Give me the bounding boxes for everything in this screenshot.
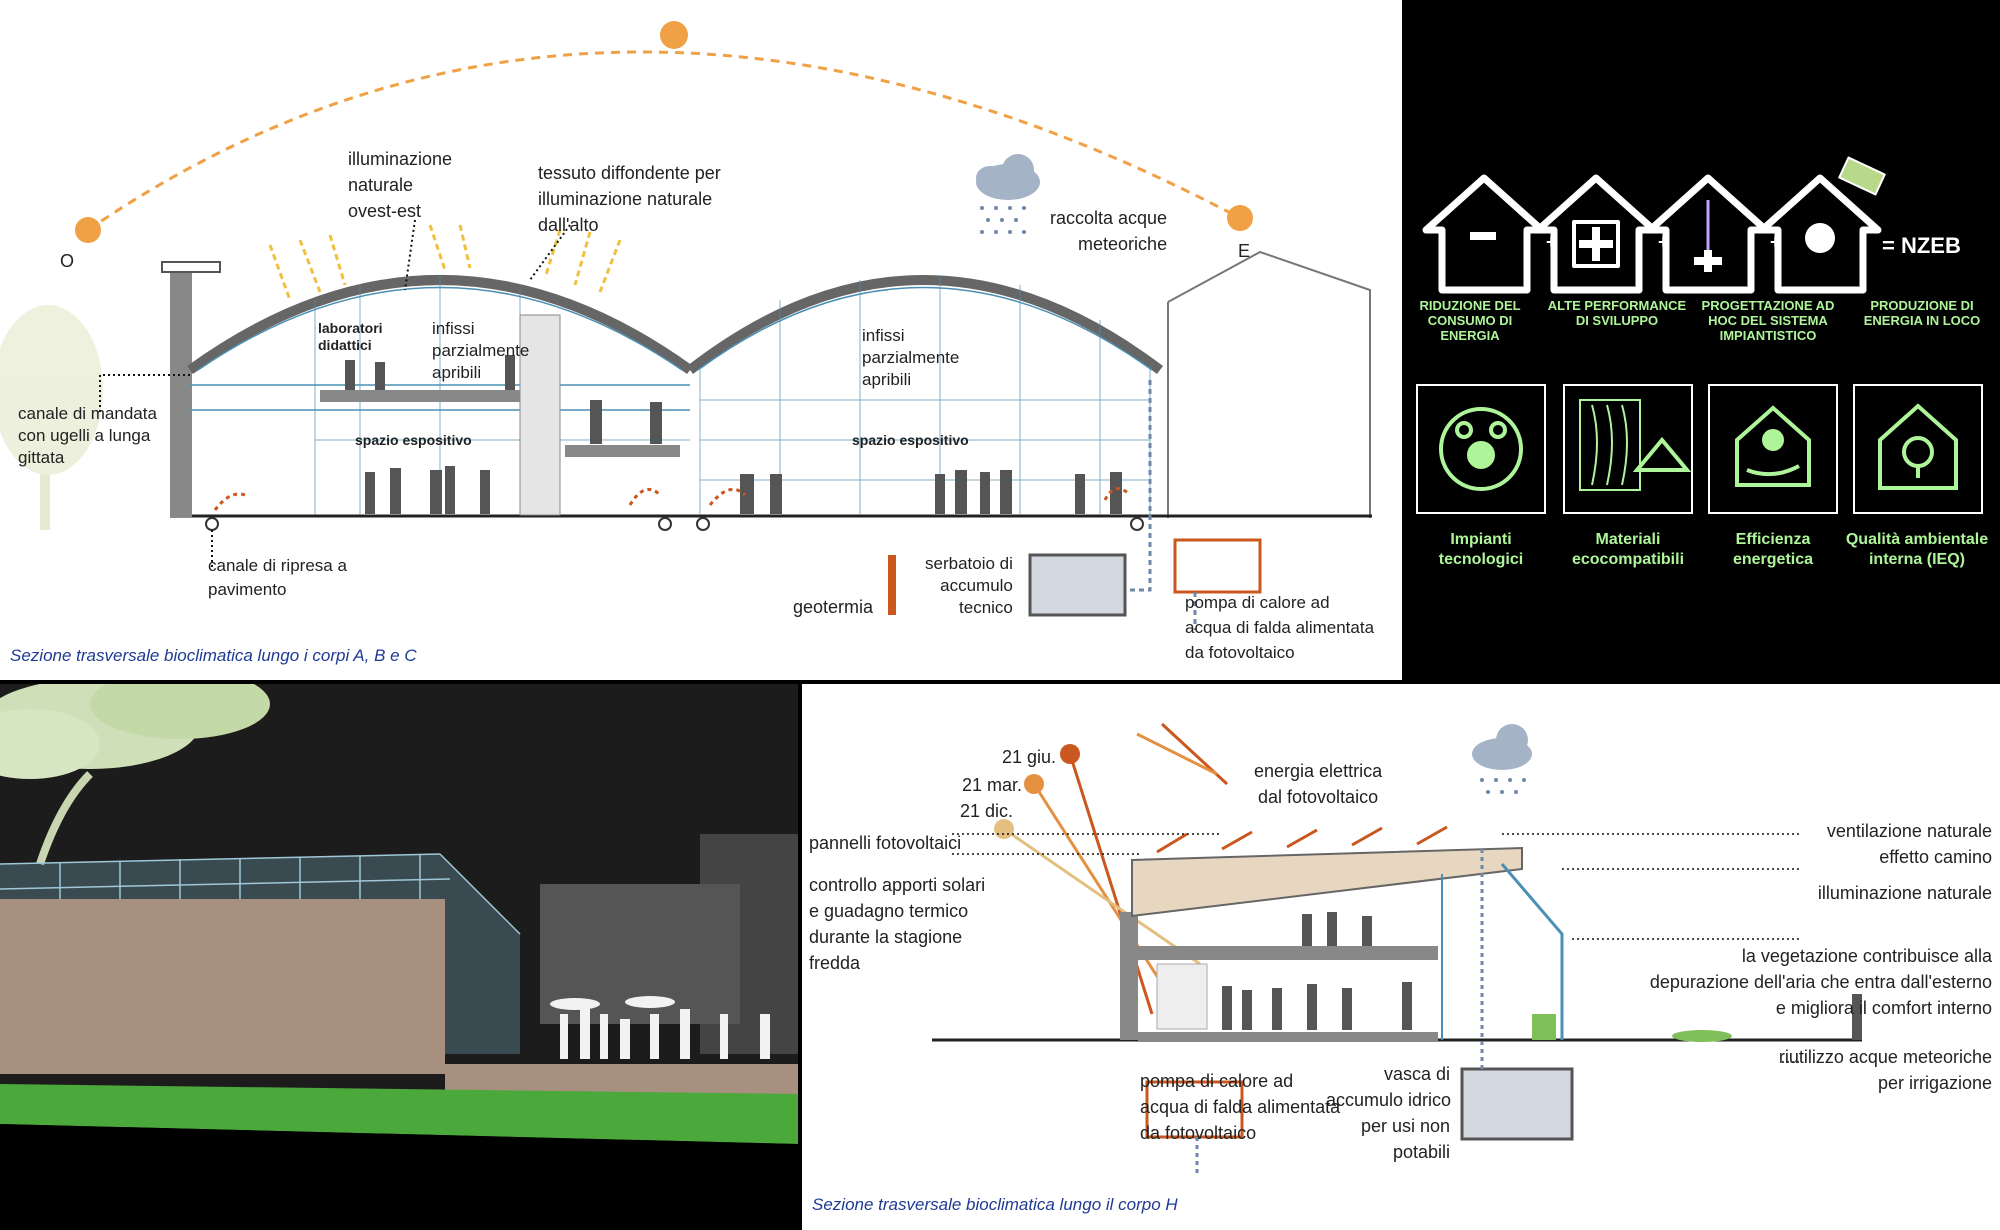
nzeb-caption-2: ALTE PERFORMANCE DI SVILUPPO bbox=[1547, 298, 1687, 328]
label-pannelli: pannelli fotovoltaici bbox=[809, 833, 962, 853]
plug-house-solar-icon bbox=[1758, 156, 1886, 294]
brick-wall bbox=[0, 899, 445, 1074]
label-vasca: vasca di accumulo idrico per usi non pot… bbox=[1326, 1064, 1452, 1162]
label-west: O bbox=[60, 251, 75, 271]
minus-house-icon bbox=[1422, 174, 1546, 294]
people-silhouettes-white bbox=[550, 996, 770, 1059]
materials-box bbox=[1563, 384, 1693, 514]
leaders-bottom bbox=[952, 833, 1802, 1063]
garden-plants bbox=[1672, 1030, 1732, 1042]
pine-tree-icon bbox=[0, 684, 270, 866]
top-section-panel: O E illuminazione naturale ovest-est tes… bbox=[0, 0, 1402, 680]
label-serbatoio: serbatoio di accumulo tecnico bbox=[925, 554, 1013, 617]
top-section-drawing bbox=[0, 21, 1372, 630]
nzeb-caption-1: RIDUZIONE DEL CONSUMO DI ENERGIA bbox=[1419, 298, 1521, 343]
vault-b bbox=[686, 275, 1164, 374]
render-drawing bbox=[0, 684, 798, 1230]
label-infissi-2: infissi parzialmente apribili bbox=[862, 326, 960, 389]
core-block bbox=[519, 314, 561, 516]
rain-cloud-icon bbox=[976, 154, 1040, 234]
tank-top bbox=[1028, 553, 1127, 617]
label-tessuto: tessuto diffondente per illuminazione na… bbox=[538, 163, 721, 235]
top-caption: Sezione trasversale bioclimatica lungo i… bbox=[10, 646, 417, 665]
ieq-box bbox=[1853, 384, 1983, 514]
neighbour-house-outline bbox=[1167, 250, 1371, 518]
gear-hand-house-icon bbox=[1735, 405, 1811, 487]
efficiency-box bbox=[1708, 384, 1838, 514]
render-panel bbox=[0, 684, 798, 1230]
solar-panels bbox=[1156, 825, 1448, 854]
label-illuminazione: illuminazione naturale ovest-est bbox=[348, 149, 453, 221]
label-spazio-2: spazio espositivo bbox=[852, 432, 969, 448]
label-21-mar: 21 mar. bbox=[962, 775, 1023, 795]
nzeb-result: = NZEB bbox=[1882, 233, 1961, 258]
bottom-section-panel: 21 giu. 21 mar. 21 dic. energia elettric… bbox=[802, 684, 2000, 1230]
category-impianti: Impianti tecnologici bbox=[1438, 531, 1524, 568]
people-silhouettes bbox=[345, 355, 1122, 514]
label-21-giu: 21 giu. bbox=[1002, 747, 1057, 767]
people-bottom bbox=[1222, 912, 1862, 1040]
systems-cycle-icon bbox=[1439, 407, 1523, 491]
category-materiali: Materiali ecocompatibili bbox=[1571, 531, 1685, 568]
wood-recycle-icon bbox=[1579, 399, 1692, 491]
label-riutilizzo: riutilizzo acque meteoriche per irrigazi… bbox=[1778, 1047, 1992, 1093]
nzeb-panel: + + + = NZEB RIDUZIONE DEL CONSUMO DI EN… bbox=[1402, 0, 2000, 680]
sun-path-arc bbox=[87, 50, 1241, 232]
pump-box-top bbox=[1173, 538, 1262, 594]
tree-left-icon bbox=[0, 305, 103, 530]
nzeb-drawing bbox=[1416, 156, 1983, 514]
floor-ducts bbox=[205, 517, 1144, 531]
label-ventilazione: ventilazione naturale effetto camino bbox=[1826, 821, 1992, 867]
label-infissi-1: infissi parzialmente apribili bbox=[432, 319, 530, 382]
label-energia: energia elettrica dal fotovoltaico bbox=[1254, 761, 1383, 807]
operator-plus-2: + bbox=[1658, 232, 1669, 252]
leaf-bulb-house-icon bbox=[1878, 403, 1958, 490]
label-pompa-top: pompa di calore ad acqua di falda alimen… bbox=[1185, 593, 1375, 662]
label-pompa-bottom: pompa di calore ad acqua di falda alimen… bbox=[1140, 1071, 1341, 1143]
label-21-dic: 21 dic. bbox=[960, 801, 1014, 821]
label-controllo: controllo apporti solari e guadagno term… bbox=[809, 875, 986, 973]
category-ieq: Qualità ambientale interna (IEQ) bbox=[1845, 531, 1989, 568]
systems-box bbox=[1416, 384, 1546, 514]
rain-cloud-icon-bottom bbox=[1472, 724, 1532, 794]
upper-floor bbox=[1138, 946, 1438, 960]
nzeb-caption-4: PRODUZIONE DI ENERGIA IN LOCO bbox=[1863, 298, 1981, 328]
label-spazio-1: spazio espositivo bbox=[355, 432, 472, 448]
nzeb-caption-3: PROGETTAZIONE AD HOC DEL SISTEMA IMPIANT… bbox=[1701, 298, 1835, 343]
label-vegetazione: la vegetazione contribuisce alla depuraz… bbox=[1649, 946, 1992, 1018]
leader-lines bbox=[99, 219, 571, 570]
air-flow-arrows bbox=[213, 487, 1132, 511]
sun-zenith-icon bbox=[660, 21, 688, 49]
mezzanine-floor bbox=[320, 390, 525, 402]
label-laboratori: laboratori didattici bbox=[318, 320, 383, 353]
light-arrows bbox=[268, 224, 622, 301]
operator-plus-3: + bbox=[1770, 232, 1781, 252]
label-canale-mandata: canale di mandata con ugelli a lunga git… bbox=[18, 404, 157, 467]
roof-slab bbox=[1131, 846, 1523, 918]
label-canale-ripresa: canale di ripresa a pavimento bbox=[208, 556, 347, 599]
pump-box-bottom bbox=[1145, 1080, 1244, 1139]
bottom-caption: Sezione trasversale bioclimatica lungo i… bbox=[812, 1195, 1178, 1214]
geothermal-probe bbox=[888, 555, 896, 615]
operator-plus-1: + bbox=[1546, 232, 1557, 252]
building-wall-left bbox=[1120, 912, 1138, 1040]
water-tank-bottom bbox=[1460, 1067, 1574, 1141]
bottom-section-drawing bbox=[932, 722, 1862, 1174]
sun-east-icon bbox=[1227, 205, 1253, 231]
left-wall bbox=[170, 265, 192, 517]
category-efficienza: Efficienza energetica bbox=[1732, 531, 1814, 568]
indoor-plant bbox=[1532, 1014, 1556, 1040]
label-east: E bbox=[1238, 241, 1251, 261]
stair-block bbox=[1156, 963, 1208, 1030]
label-geotermia: geotermia bbox=[793, 597, 874, 617]
sun-west-icon bbox=[75, 217, 101, 243]
label-raccolta: raccolta acque meteoriche bbox=[1050, 208, 1168, 254]
label-illuminazione-bottom: illuminazione naturale bbox=[1817, 883, 1992, 903]
